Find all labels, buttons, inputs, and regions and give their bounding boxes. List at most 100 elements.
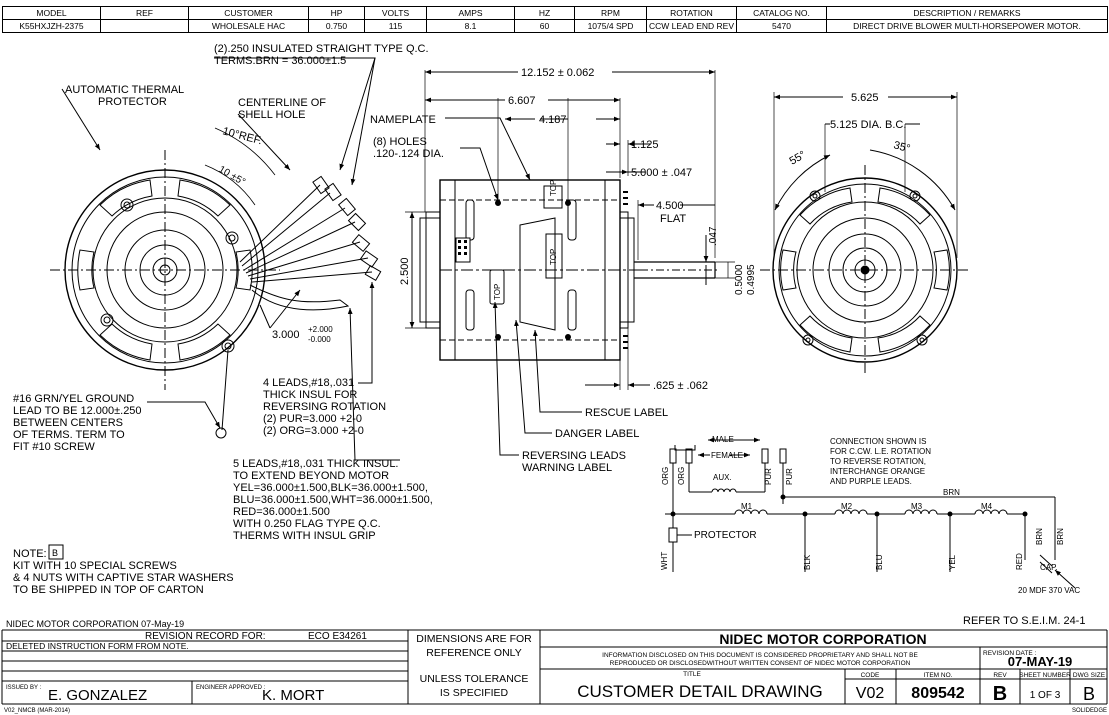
engineer-label: ENGINEER APPROVED : <box>196 685 266 691</box>
sch-m4: M4 <box>981 502 993 511</box>
unless-1: UNLESS TOLERANCE <box>420 673 529 685</box>
issued-label: ISSUED BY : <box>6 685 42 691</box>
sch-m1: M1 <box>741 502 753 511</box>
rescue-label: RESCUE LABEL <box>585 407 668 419</box>
five-leads-line2: TO EXTEND BEYOND MOTOR <box>233 470 389 482</box>
dim-overall: 12.152 ± 0.062 <box>521 67 594 79</box>
lead-length: 3.000 <box>272 329 300 341</box>
tol-angle: 10 ±5° <box>217 164 248 188</box>
ref-angle: 10°REF. <box>221 125 263 147</box>
five-leads-line7: THERMS WITH INSUL GRIP <box>233 530 376 542</box>
lead-tol-minus: -0.000 <box>308 335 331 344</box>
side-view <box>405 69 735 456</box>
sch-cap: CAP. <box>1040 563 1058 572</box>
shaft-dia-a: 0.5000 <box>734 264 745 295</box>
sch-blk: BLK <box>803 554 812 570</box>
sch-brn-1: BRN <box>1035 528 1044 545</box>
dim-5625: 5.625 <box>851 92 879 104</box>
item-number: 809542 <box>911 685 964 702</box>
form-code: V02_NMCB (MAR-2014) <box>4 708 70 714</box>
dwg-size: B <box>1083 684 1095 704</box>
info-line2: REPRODUCED OR DISCLOSEDWITHOUT WRITTEN C… <box>610 660 911 667</box>
top-label-1: TOP <box>549 180 558 196</box>
reversing-line2: WARNING LABEL <box>522 462 612 474</box>
revision-date-label: REVISION DATE : <box>983 650 1037 657</box>
dim-4187: 4.187 <box>539 114 567 126</box>
revision-date: 07-MAY-19 <box>1008 654 1073 669</box>
reversing-line1: REVERSING LEADS <box>522 450 626 462</box>
note-line3: TO BE SHIPPED IN TOP OF CARTON <box>13 584 204 596</box>
left-end-view <box>50 57 400 461</box>
five-leads-line4: BLU=36.000±1.500,WHT=36.000±1.500, <box>233 494 433 506</box>
sch-yel: YEL <box>948 554 957 570</box>
dim-1125: 1.125 <box>631 139 659 151</box>
revision-record: REVISION RECORD FOR: <box>145 631 266 642</box>
info-line1: INFORMATION DISCLOSED ON THIS DOCUMENT I… <box>602 652 918 659</box>
sch-aux: AUX. <box>713 473 732 482</box>
nameplate-label: NAMEPLATE <box>370 114 436 126</box>
wiring-schematic <box>665 437 1076 589</box>
ground-line1: #16 GRN/YEL GROUND <box>13 393 134 405</box>
sheet-value: 1 OF 3 <box>1030 690 1061 701</box>
angle-35: 35° <box>892 139 911 155</box>
val-model: K55HXJZH-2375 <box>2 19 101 33</box>
title-label: TITLE <box>683 671 701 678</box>
sch-org-2: ORG <box>677 467 686 485</box>
dim-5000: 5.000 ± .047 <box>631 167 692 179</box>
ground-line5: FIT #10 SCREW <box>13 441 95 453</box>
val-rotation: CCW LEAD END REV <box>646 19 737 33</box>
sch-m3: M3 <box>911 502 923 511</box>
dim-625: .625 ± .062 <box>653 380 708 392</box>
five-leads-line3: YEL=36.000±1.500,BLK=36.000±1.500, <box>233 482 428 494</box>
sch-pur-1: PUR <box>764 468 773 485</box>
val-description: DIRECT DRIVE BLOWER MULTI-HORSEPOWER MOT… <box>826 19 1108 33</box>
code-label: CODE <box>861 672 880 679</box>
four-leads-line1: 4 LEADS,#18,.031 <box>263 377 354 389</box>
right-end-view <box>760 92 970 375</box>
item-label: ITEM NO. <box>924 672 953 679</box>
danger-label: DANGER LABEL <box>555 428 639 440</box>
four-leads-line5: (2) ORG=3.000 +2-0 <box>263 425 364 437</box>
five-leads-line5: RED=36.000±1.500 <box>233 506 330 518</box>
holes-line2: .120-.124 DIA. <box>373 148 444 160</box>
sch-m2: M2 <box>841 502 853 511</box>
ground-line2: LEAD TO BE 12.000±.250 <box>13 405 142 417</box>
ground-line3: BETWEEN CENTERS <box>13 417 123 429</box>
dims-ref-2: REFERENCE ONLY <box>426 647 522 659</box>
sch-conn-5: AND PURPLE LEADS. <box>830 477 912 486</box>
qc-terms-line2: TERMS.BRN = 36.000±1.5 <box>214 55 346 67</box>
dim-4500: 4.500 <box>656 200 684 212</box>
val-hz: 60 <box>514 19 575 33</box>
refer-label: REFER TO S.E.I.M. 24-1 <box>963 615 1085 627</box>
eco-number: ECO E34261 <box>308 631 367 642</box>
sch-male: MALE <box>712 435 734 444</box>
company-date: NIDEC MOTOR CORPORATION 07-May-19 <box>6 619 184 629</box>
val-volts: 115 <box>364 19 427 33</box>
sch-conn-4: INTERCHANGE ORANGE <box>830 467 925 476</box>
centerline-line2: SHELL HOLE <box>238 109 305 121</box>
ground-line4: OF TERMS. TERM TO <box>13 429 125 441</box>
top-label-3: TOP <box>493 284 502 300</box>
code-value: V02 <box>856 685 885 702</box>
four-leads-line3: REVERSING ROTATION <box>263 401 386 413</box>
bolt-circle: 5.125 DIA. B.C. <box>830 119 906 131</box>
sch-conn-3: TO REVERSE ROTATION, <box>830 457 926 466</box>
dim-6607: 6.607 <box>508 95 536 107</box>
four-leads-line4: (2) PUR=3.000 +2-0 <box>263 413 362 425</box>
note-line2: & 4 NUTS WITH CAPTIVE STAR WASHERS <box>13 572 234 584</box>
note-rev: B <box>52 548 58 558</box>
sch-red: RED <box>1015 553 1024 570</box>
unless-2: IS SPECIFIED <box>440 687 509 699</box>
header-values: K55HXJZH-2375 WHOLESALE HAC 0.750 115 8.… <box>2 19 1108 33</box>
note-label: NOTE: <box>13 548 47 560</box>
dim-047: .047 <box>708 226 719 246</box>
revision-deleted: DELETED INSTRUCTION FORM FROM NOTE. <box>6 641 189 651</box>
engineer-approved: K. MORT <box>262 687 324 704</box>
sch-conn-2: FOR C.CW. L.E. ROTATION <box>830 447 931 456</box>
thermal-line1: AUTOMATIC THERMAL <box>65 84 184 96</box>
thermal-line2: PROTECTOR <box>98 96 167 108</box>
title-block-lines <box>1 629 1108 705</box>
dwg-label: DWG SIZE <box>1073 672 1106 679</box>
sch-org-1: ORG <box>661 467 670 485</box>
